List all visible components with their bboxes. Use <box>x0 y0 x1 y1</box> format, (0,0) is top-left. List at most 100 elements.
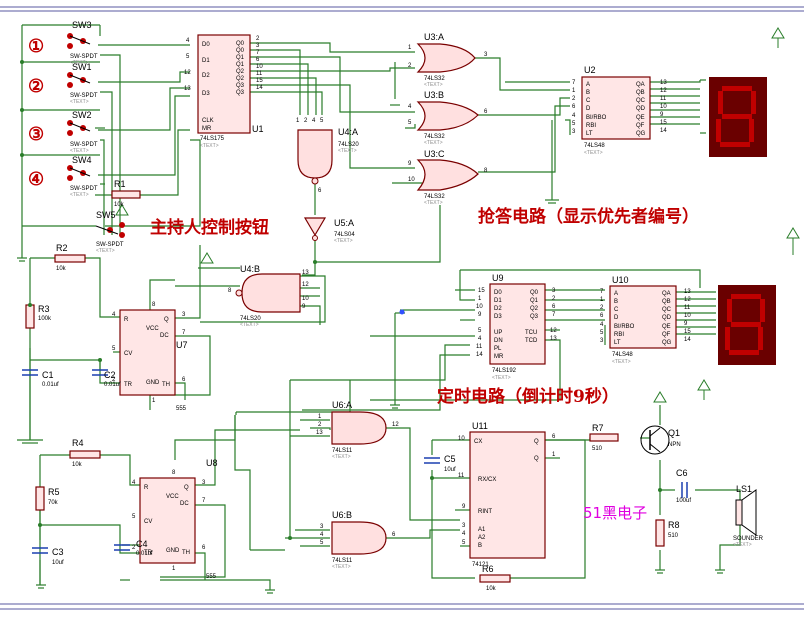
sw1-text: <TEXT> <box>70 99 89 105</box>
svg-text:4: 4 <box>462 531 466 537</box>
svg-text:CX: CX <box>474 439 482 445</box>
svg-text:4: 4 <box>312 118 316 124</box>
u2-pins: A B C D BI/RBO RBI LT QA QB QC QD QE QF … <box>572 80 667 137</box>
svg-text:7: 7 <box>572 80 576 86</box>
c6-symbol <box>681 482 688 498</box>
r2-body <box>54 254 86 263</box>
svg-text:CLK: CLK <box>202 118 214 124</box>
svg-text:9: 9 <box>462 504 466 510</box>
u2-part: 74LS48 <box>584 143 605 149</box>
svg-text:10: 10 <box>684 313 691 319</box>
svg-text:1: 1 <box>152 398 156 404</box>
timer-circuit-annotation: 定时电路（倒计时9秒） <box>437 386 619 407</box>
svg-text:3: 3 <box>572 129 576 135</box>
svg-text:Q: Q <box>184 485 189 491</box>
svg-text:QA: QA <box>662 291 671 297</box>
svg-text:1: 1 <box>296 118 300 124</box>
brand-watermark: 51黑电子 <box>583 504 647 522</box>
svg-text:QC: QC <box>636 98 646 104</box>
r8-body <box>655 519 665 547</box>
u6a-ref: U6:A <box>332 400 352 410</box>
c6-ref: C6 <box>676 468 688 478</box>
u9-body <box>489 283 546 365</box>
sw1-type: SW-SPDT <box>70 93 98 99</box>
timer-digit-segments <box>725 294 765 355</box>
svg-text:D1: D1 <box>494 298 502 304</box>
svg-text:Q1: Q1 <box>236 62 245 68</box>
svg-text:MR: MR <box>202 126 212 132</box>
svg-text:5: 5 <box>462 540 466 546</box>
u3c-ref: U3:C <box>424 149 445 159</box>
svg-text:Q0: Q0 <box>236 48 245 54</box>
svg-text:D: D <box>586 106 591 112</box>
svg-text:GND: GND <box>166 548 180 554</box>
svg-text:8: 8 <box>152 302 156 308</box>
svg-text:Q3: Q3 <box>236 90 245 96</box>
svg-text:D1: D1 <box>202 58 210 64</box>
svg-text:10: 10 <box>458 436 465 442</box>
svg-text:14: 14 <box>476 352 483 358</box>
r7-ref: R7 <box>592 423 604 433</box>
r7-value: 510 <box>592 446 603 452</box>
u7-body <box>119 309 176 396</box>
svg-text:13: 13 <box>302 270 309 276</box>
r8-value: 510 <box>668 533 679 539</box>
svg-text:RINT: RINT <box>478 509 492 515</box>
svg-text:14: 14 <box>660 128 667 134</box>
svg-text:QB: QB <box>636 90 645 96</box>
speaker-icon <box>735 499 743 526</box>
svg-text:4: 4 <box>186 38 190 44</box>
q1-symbol <box>640 425 670 455</box>
u1-text: <TEXT> <box>200 143 219 149</box>
u10-pins: A B C D BI/RBO RBI LT QA QB QC QD QE QF … <box>600 289 691 346</box>
r1-body <box>111 190 141 199</box>
u6b-part: 74LS11 <box>332 558 353 564</box>
ls1-text: <TEXT> <box>733 542 752 548</box>
svg-text:BI/RBO: BI/RBO <box>586 115 607 121</box>
svg-text:11: 11 <box>684 305 691 311</box>
svg-text:5: 5 <box>186 54 190 60</box>
svg-text:QB: QB <box>662 299 671 305</box>
c2-value: 0.01uf <box>104 382 121 388</box>
r3-body <box>25 304 35 329</box>
c3-ref: C3 <box>52 547 64 557</box>
svg-text:QE: QE <box>636 115 645 121</box>
svg-text:4: 4 <box>600 322 604 328</box>
u1-pins: D0 D1 D2 D3 CLK MR Q0 Q0 Q1 Q1 Q2 Q2 Q3 … <box>184 36 263 132</box>
sw3-text: <TEXT> <box>70 60 89 66</box>
power-arrows <box>115 27 800 403</box>
svg-text:QG: QG <box>662 340 672 346</box>
svg-text:9: 9 <box>478 312 482 318</box>
svg-text:3: 3 <box>182 312 186 318</box>
sw4-ref: SW4 <box>72 155 92 165</box>
c2-ref: C2 <box>104 370 116 380</box>
c1-ref: C1 <box>42 370 54 380</box>
player-marker-2: ② <box>28 76 44 97</box>
svg-text:D2: D2 <box>202 73 210 79</box>
svg-text:6: 6 <box>182 377 186 383</box>
u4b-ref: U4:B <box>240 264 260 274</box>
svg-text:QD: QD <box>636 106 646 112</box>
u11-part: 74121 <box>472 562 489 568</box>
svg-text:15: 15 <box>684 329 691 335</box>
svg-text:QC: QC <box>662 307 672 313</box>
q1-type: NPN <box>668 442 681 448</box>
svg-text:6: 6 <box>600 313 604 319</box>
svg-text:QD: QD <box>662 315 672 321</box>
u6b-gate <box>331 521 387 555</box>
ls1-type: SOUNDER <box>733 536 764 542</box>
sw4-text: <TEXT> <box>70 192 89 198</box>
r1-value: 10k <box>114 202 125 208</box>
svg-text:UP: UP <box>494 330 502 336</box>
svg-text:6: 6 <box>484 109 488 115</box>
svg-text:13: 13 <box>684 289 691 295</box>
probe-dot <box>399 309 405 315</box>
svg-text:7: 7 <box>182 330 186 336</box>
u9-ref: U9 <box>492 273 504 283</box>
svg-text:C: C <box>586 98 591 104</box>
svg-text:CV: CV <box>124 351 132 357</box>
u6a-gate <box>331 411 387 445</box>
svg-text:Q2: Q2 <box>236 76 245 82</box>
svg-text:2: 2 <box>600 305 604 311</box>
svg-text:Q1: Q1 <box>236 55 245 61</box>
